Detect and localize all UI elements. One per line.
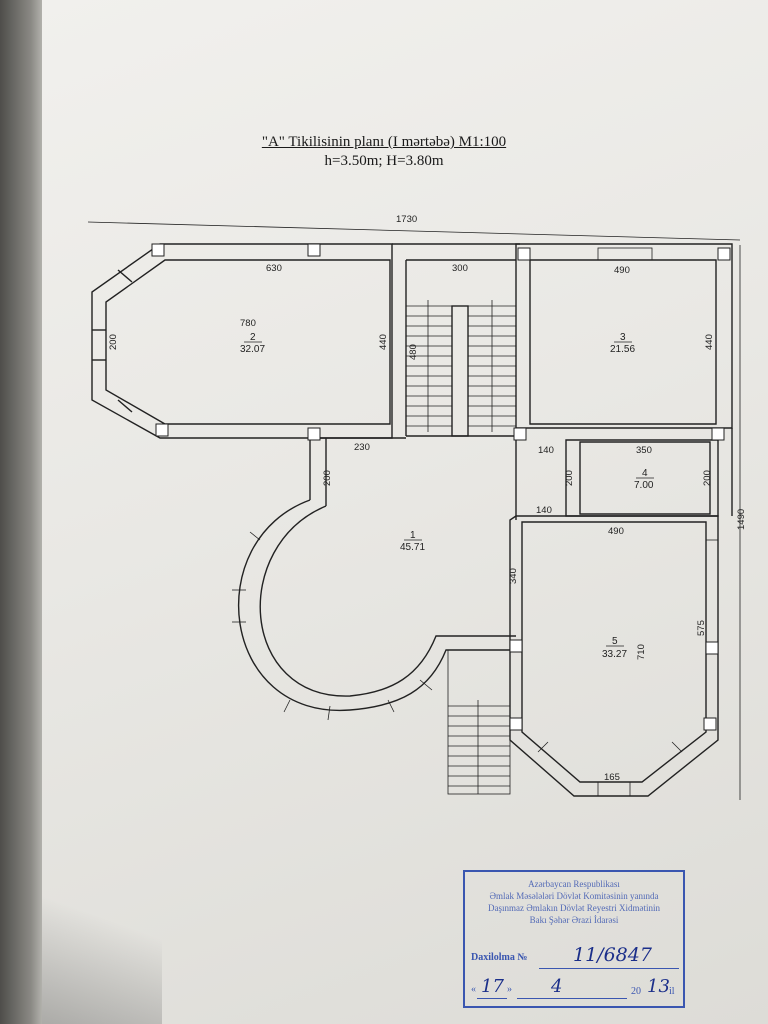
dim-140-b: 140 bbox=[536, 505, 552, 516]
room-1-number: 1 bbox=[410, 530, 416, 541]
room-4-number: 4 bbox=[642, 468, 648, 479]
dim-140-a: 140 bbox=[538, 445, 554, 456]
stamp-reg-label: Daxilolma № bbox=[471, 952, 528, 963]
rotunda-outer-wall bbox=[237, 499, 516, 711]
dim-200-room4-right: 200 bbox=[702, 470, 713, 486]
overall-width-line bbox=[87, 221, 741, 241]
room-4-inner bbox=[579, 441, 711, 515]
dim-200-left: 200 bbox=[108, 334, 119, 350]
dim-overall-width: 1730 bbox=[396, 214, 417, 225]
dim-710: 710 bbox=[636, 644, 647, 660]
dim-340: 340 bbox=[508, 568, 519, 584]
room-2-outer bbox=[91, 243, 393, 439]
stamp-line-1: Azərbaycan Respublikası bbox=[528, 879, 620, 889]
room-4-area: 7.00 bbox=[634, 480, 654, 491]
room-2-area: 32.07 bbox=[240, 344, 265, 355]
dim-780: 780 bbox=[240, 318, 256, 329]
room-3-area: 21.56 bbox=[610, 344, 635, 355]
stamp-line-3: Daşınmaz Əmlakın Dövlət Reyestri Xidməti… bbox=[488, 903, 660, 913]
plan-title: "A" Tikilisinin planı (I mərtəbə) M1:100 bbox=[261, 134, 507, 150]
page-shadow bbox=[42, 884, 162, 1024]
stamp-year-prefix: 20 bbox=[631, 986, 641, 997]
dim-480: 480 bbox=[408, 344, 419, 360]
dim-490-top: 490 bbox=[614, 265, 630, 276]
plan-heights: h=3.50m; H=3.80m bbox=[324, 153, 444, 169]
registry-stamp: Azərbaycan Respublikası Əmlak Məsələləri… bbox=[463, 870, 685, 1008]
stamp-year-end: il bbox=[669, 986, 675, 997]
stamp-year: 13 bbox=[647, 976, 670, 997]
rotunda-inner-wall bbox=[259, 505, 516, 697]
page-edge-shadow bbox=[0, 0, 44, 1024]
dim-440-left: 440 bbox=[378, 334, 389, 350]
dim-165: 165 bbox=[604, 772, 620, 783]
stair-upper bbox=[406, 300, 516, 432]
stamp-month: 4 bbox=[551, 976, 563, 997]
room-5-area: 33.27 bbox=[602, 649, 627, 660]
room-5-outer bbox=[509, 515, 719, 797]
room-5-number: 5 bbox=[612, 636, 618, 647]
dim-630: 630 bbox=[266, 263, 282, 274]
dim-overall-height: 1490 bbox=[736, 509, 747, 530]
room-5-inner bbox=[521, 521, 707, 783]
room-3-number: 3 bbox=[620, 332, 626, 343]
column-markers bbox=[151, 243, 731, 731]
stamp-line-2: Əmlak Məsələləri Dövlət Komitəsinin yanı… bbox=[489, 891, 659, 901]
dim-230: 230 bbox=[354, 442, 370, 453]
dim-350: 350 bbox=[636, 445, 652, 456]
dim-200-corridor: 200 bbox=[322, 470, 333, 486]
room-2-number: 2 bbox=[250, 332, 256, 343]
room-1-area: 45.71 bbox=[400, 542, 425, 553]
document-sheet bbox=[42, 0, 768, 1024]
dim-490-mid: 490 bbox=[608, 526, 624, 537]
stamp-reg-number: 11/6847 bbox=[573, 944, 652, 966]
stair-lower bbox=[447, 649, 511, 795]
dim-300: 300 bbox=[452, 263, 468, 274]
dim-575: 575 bbox=[696, 620, 707, 636]
stamp-line-4: Bakı Şəhər Ərazi İdarəsi bbox=[529, 915, 619, 925]
dim-440-right: 440 bbox=[704, 334, 715, 350]
dim-200-room4-left: 200 bbox=[564, 470, 575, 486]
stair-rail bbox=[451, 305, 469, 437]
room-3-inner bbox=[529, 259, 717, 425]
stamp-day: 17 bbox=[481, 976, 504, 997]
